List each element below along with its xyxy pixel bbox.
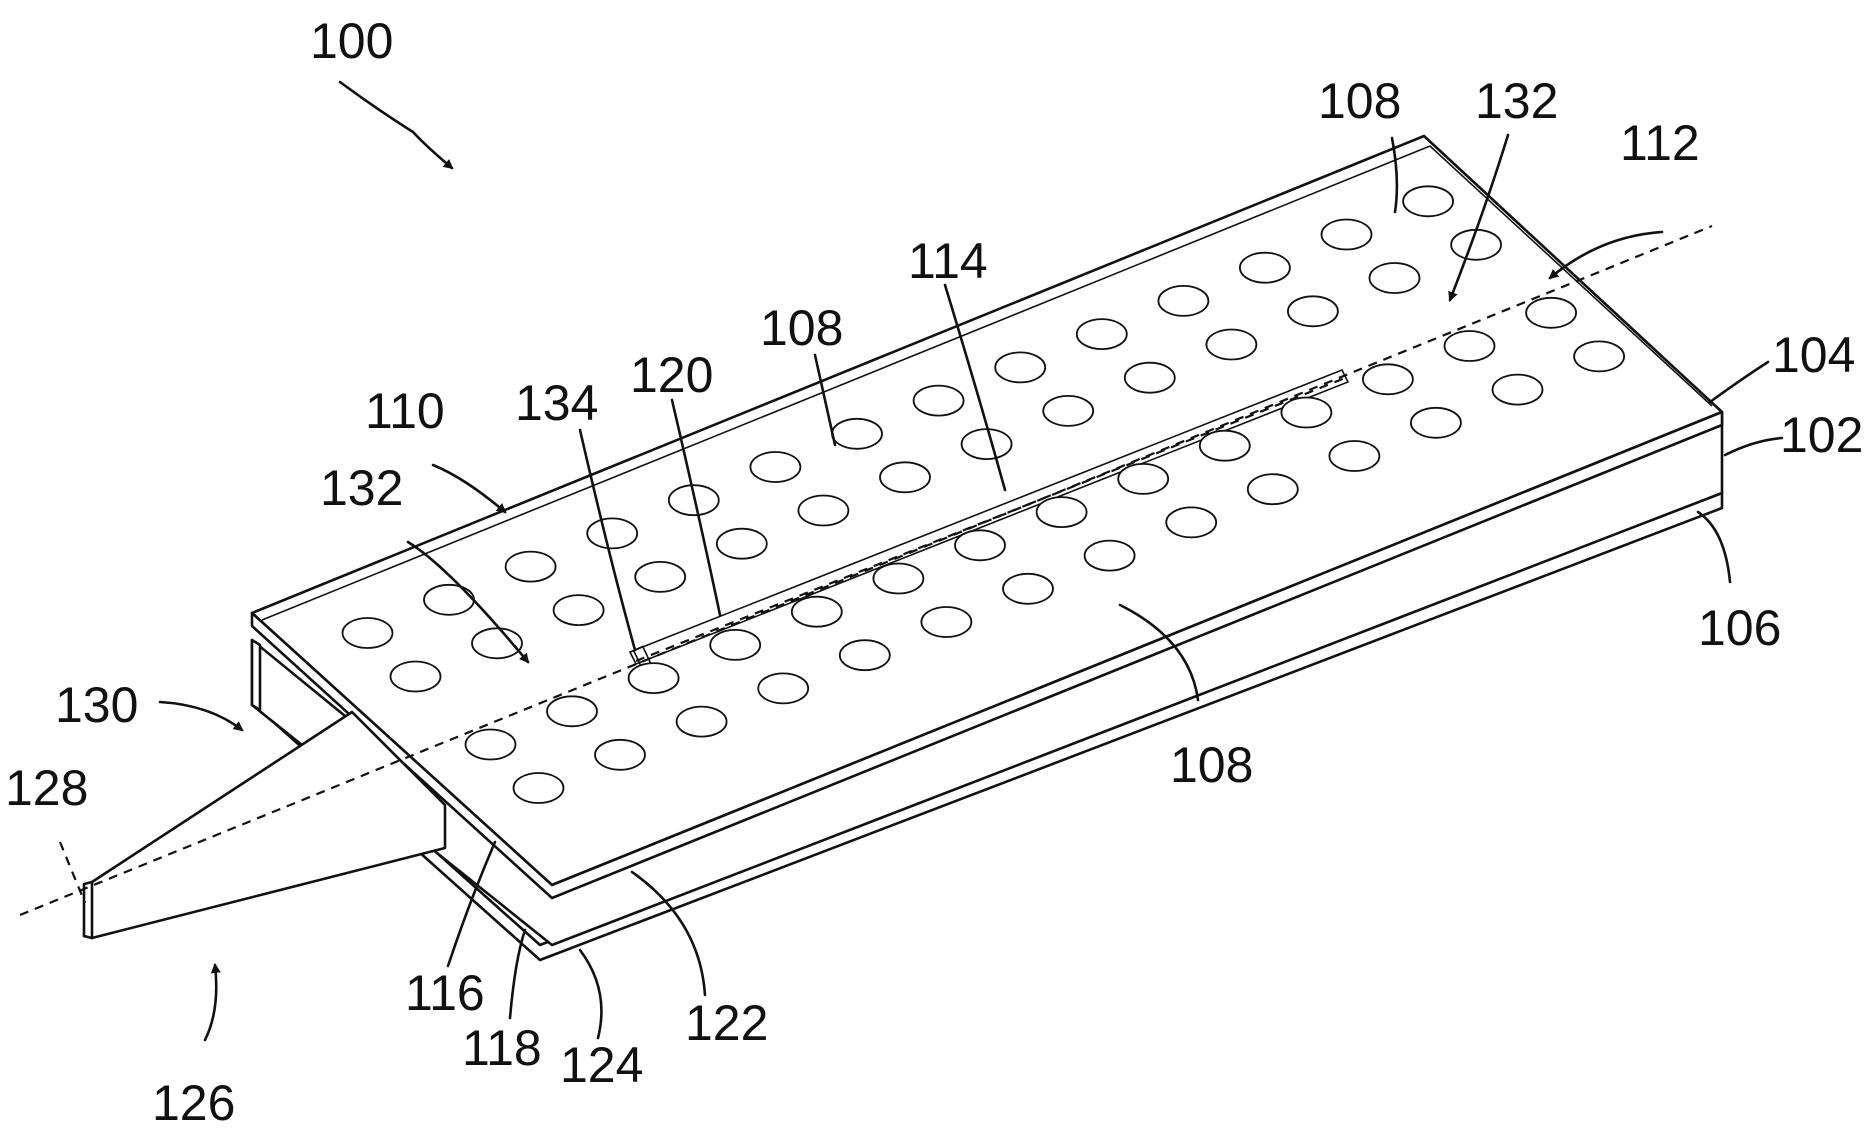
- hole: [710, 630, 760, 660]
- hole: [1493, 375, 1543, 405]
- hole: [873, 564, 923, 594]
- hole: [1003, 574, 1053, 604]
- hole: [1329, 441, 1379, 471]
- label-132-right: 132: [1475, 73, 1558, 129]
- hole: [391, 662, 441, 692]
- hole: [587, 518, 637, 548]
- arrow-110: [433, 465, 505, 512]
- hole: [635, 562, 685, 592]
- leader-102: [1725, 438, 1782, 455]
- hole: [1411, 408, 1461, 438]
- label-112: 112: [1620, 115, 1700, 171]
- hole: [1077, 319, 1127, 349]
- hole: [758, 673, 808, 703]
- hole: [1158, 286, 1208, 316]
- arrow-126: [205, 965, 216, 1040]
- hole: [1125, 363, 1175, 393]
- hole: [832, 419, 882, 449]
- hole: [629, 663, 679, 693]
- hole: [798, 496, 848, 526]
- arrow-130: [160, 702, 242, 730]
- label-104: 104: [1772, 327, 1855, 383]
- label-108-mid: 108: [760, 300, 843, 356]
- hole: [717, 529, 767, 559]
- hole: [1118, 464, 1168, 494]
- hole: [880, 462, 930, 492]
- label-114: 114: [908, 233, 988, 289]
- hole: [677, 707, 727, 737]
- label-128: 128: [5, 760, 88, 816]
- hole: [1451, 230, 1501, 260]
- hole: [472, 628, 522, 658]
- hole: [1281, 398, 1331, 428]
- hole: [1322, 220, 1372, 250]
- hole: [1403, 186, 1453, 216]
- arrow-100: [340, 82, 452, 168]
- hole: [1288, 296, 1338, 326]
- hole: [1166, 507, 1216, 537]
- hole: [1206, 330, 1256, 360]
- label-100: 100: [310, 13, 393, 69]
- probe-tip-end: [84, 882, 92, 938]
- label-110: 110: [365, 383, 445, 439]
- leader-106: [1698, 512, 1730, 582]
- hole: [554, 595, 604, 625]
- hole: [547, 696, 597, 726]
- hole: [343, 618, 393, 648]
- label-122: 122: [685, 995, 768, 1051]
- label-116: 116: [405, 965, 485, 1021]
- hole: [1085, 541, 1135, 571]
- label-120: 120: [630, 347, 713, 403]
- middle-layer-left-face: [252, 640, 260, 710]
- hole: [1043, 396, 1093, 426]
- label-126: 126: [152, 1075, 235, 1131]
- hole: [595, 740, 645, 770]
- hole: [506, 552, 556, 582]
- hole: [1363, 364, 1413, 394]
- label-102: 102: [1780, 407, 1863, 463]
- hole: [1248, 474, 1298, 504]
- hole: [792, 597, 842, 627]
- hole: [962, 429, 1012, 459]
- hole: [1526, 298, 1576, 328]
- hole: [466, 730, 516, 760]
- hole: [750, 452, 800, 482]
- hole: [840, 640, 890, 670]
- label-124: 124: [560, 1037, 643, 1093]
- leader-124: [580, 950, 601, 1038]
- label-134: 134: [515, 375, 598, 431]
- hole: [1574, 341, 1624, 371]
- hole: [995, 352, 1045, 382]
- hole: [1445, 331, 1495, 361]
- leader-104: [1710, 362, 1768, 402]
- hole: [955, 530, 1005, 560]
- label-130: 130: [55, 677, 138, 733]
- hole: [1370, 263, 1420, 293]
- label-108-low: 108: [1170, 737, 1253, 793]
- hole: [914, 386, 964, 416]
- hole: [514, 773, 564, 803]
- label-108-top: 108: [1318, 73, 1401, 129]
- hole: [1200, 431, 1250, 461]
- label-118: 118: [462, 1020, 542, 1076]
- hole: [1037, 497, 1087, 527]
- hole: [921, 607, 971, 637]
- hole: [424, 585, 474, 615]
- label-132-left: 132: [320, 460, 403, 516]
- label-106: 106: [1698, 600, 1781, 656]
- hole: [1240, 253, 1290, 283]
